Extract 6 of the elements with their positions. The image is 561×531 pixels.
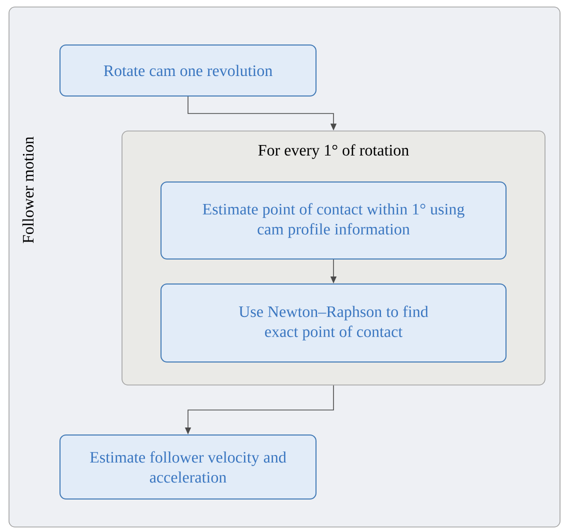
- process-box: Use Newton–Raphson to find exact point of contact: [160, 284, 506, 362]
- loop-title: For every 1° of rotation: [258, 144, 409, 159]
- process-box: Estimate follower velocity and acceleration: [60, 434, 316, 500]
- panel-title: Follower motion: [22, 136, 34, 244]
- process-box: Rotate cam one revolution: [60, 44, 316, 96]
- process-box: Estimate point of contact within 1° using cam profile information: [160, 182, 506, 260]
